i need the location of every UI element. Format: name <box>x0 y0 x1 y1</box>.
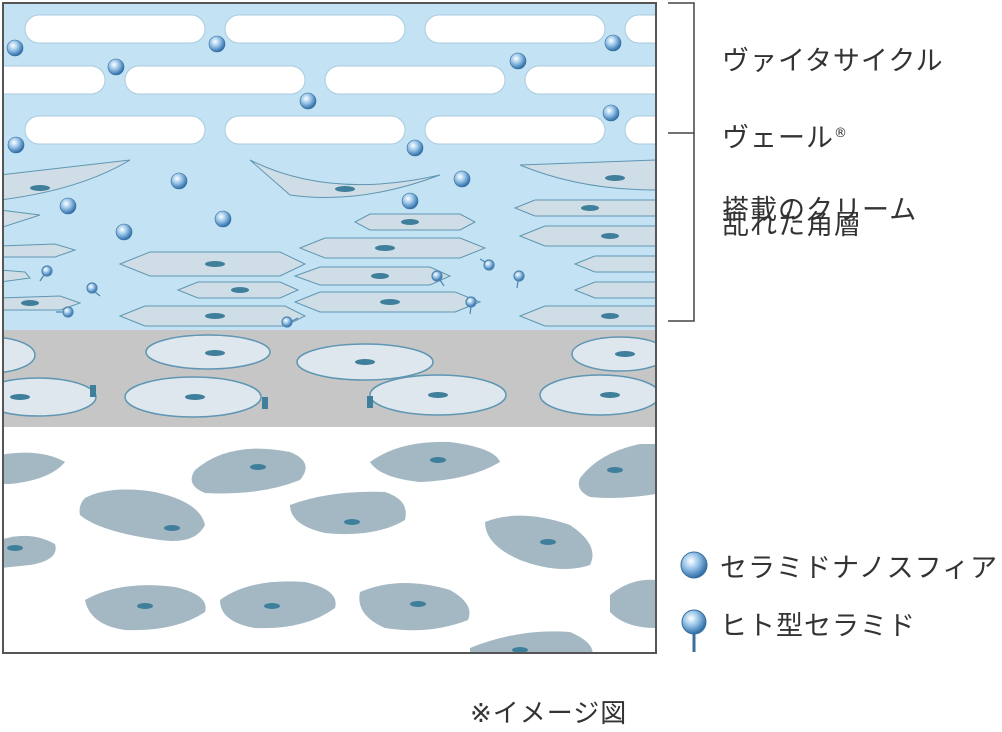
veil-bracket <box>668 2 695 134</box>
caption: ※イメージ図 <box>470 699 628 729</box>
legend-nanosphere: セラミドナノスフィア <box>720 546 998 585</box>
brackets <box>668 2 695 322</box>
stratum-label: 乱れた角層 <box>722 210 862 241</box>
granular-cells <box>3 334 656 418</box>
granular-layer <box>3 330 656 427</box>
nanosphere-icon <box>680 551 708 579</box>
veil-label: ヴァイタサイクル ヴェール® 搭載のクリーム <box>722 8 944 265</box>
diagram-frame <box>2 2 657 654</box>
granular-nuclei <box>10 350 635 409</box>
legend-nanosphere-label: セラミドナノスフィア <box>720 553 999 584</box>
basal-nuclei <box>7 457 623 653</box>
stratum-bracket <box>668 133 695 322</box>
veil-label-line3: 搭載のクリーム <box>722 195 918 226</box>
veil-capsules <box>3 14 656 145</box>
legend-human-ceramide-label: ヒト型セラミド <box>720 611 916 642</box>
veil-label-line2: ヴェール <box>722 123 834 154</box>
veil-label-line2-wrap: ヴェール® <box>722 116 944 157</box>
legend-human-ceramide: ヒト型セラミド <box>720 604 916 643</box>
veil-label-line1: ヴァイタサイクル <box>722 46 944 77</box>
registered-mark: ® <box>834 126 848 141</box>
nanospheres <box>6 34 622 241</box>
human-ceramides <box>39 258 525 328</box>
flake-nuclei <box>21 175 625 319</box>
human-ceramide-icon <box>681 609 707 652</box>
